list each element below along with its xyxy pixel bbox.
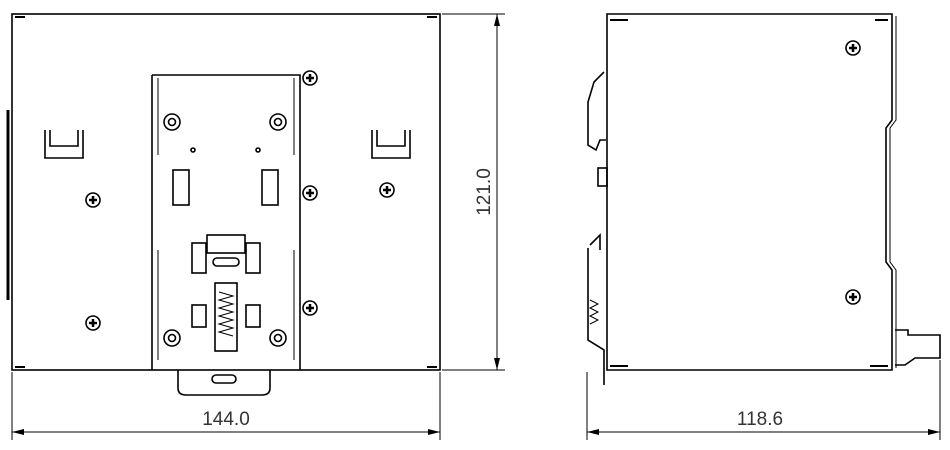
screw-icon: [301, 184, 319, 202]
terminal-connector: [895, 329, 941, 366]
din-clip-side: [587, 233, 605, 385]
slot: [172, 169, 190, 206]
din-mounting-plate: [151, 74, 301, 370]
din-hook-top: [587, 71, 606, 152]
side-housing-outline: [606, 13, 893, 371]
height-dimension-label: 121.0: [474, 168, 495, 216]
screw-icon: [301, 299, 319, 317]
spring: [217, 291, 235, 337]
screw-icon: [84, 314, 102, 332]
depth-dimension-label: 118.6: [737, 409, 783, 430]
mount-hole-icon: [163, 329, 181, 347]
side-view: 118.6: [586, 13, 941, 440]
mount-hole-icon: [163, 113, 181, 131]
screw-icon: [378, 181, 396, 199]
left-hook: [44, 130, 84, 159]
spring-housing: [214, 282, 238, 352]
front-view: 144.0 121.0: [6, 13, 505, 440]
mount-hole-icon: [269, 329, 287, 347]
right-hook: [371, 130, 411, 159]
screw-icon: [301, 69, 319, 87]
screw-icon: [84, 191, 102, 209]
slot: [261, 169, 279, 206]
mount-hole-icon: [269, 113, 287, 131]
screw-icon: [844, 39, 862, 57]
width-dimension-label: 144.0: [202, 409, 250, 430]
screw-icon: [844, 288, 862, 306]
front-housing-outline: [11, 13, 441, 371]
din-clip-tab: [177, 370, 271, 396]
